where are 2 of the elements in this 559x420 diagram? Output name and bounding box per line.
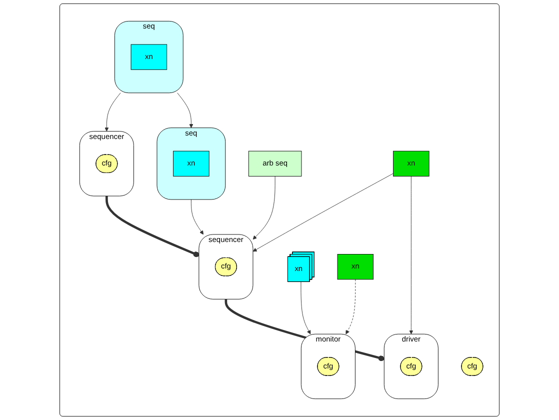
connector xyxy=(106,196,200,258)
cluster xyxy=(60,4,500,416)
